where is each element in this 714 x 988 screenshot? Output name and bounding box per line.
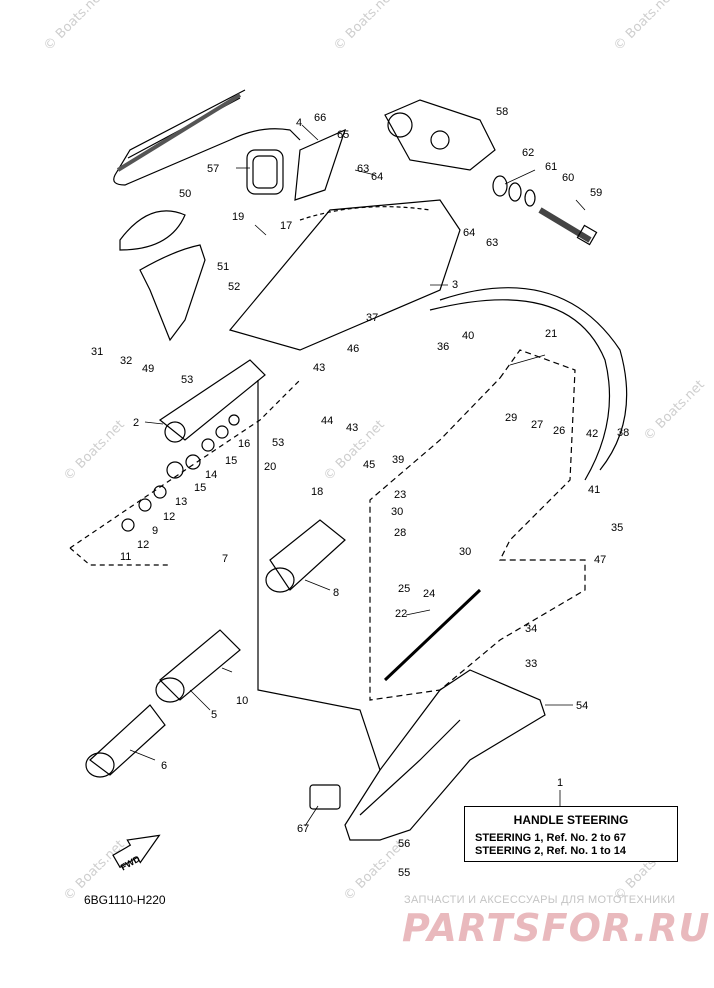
diagram-code: 6BG1110-H220 bbox=[84, 893, 166, 907]
part-number: 1 bbox=[557, 777, 563, 789]
part-number: 30 bbox=[459, 546, 471, 558]
part-number: 19 bbox=[232, 211, 244, 223]
part-number: 62 bbox=[522, 147, 534, 159]
watermark: © Boats.net bbox=[61, 417, 128, 484]
part-number: 60 bbox=[562, 172, 574, 184]
part-number: 40 bbox=[462, 330, 474, 342]
part-number: 42 bbox=[586, 428, 598, 440]
legend-row: STEERING 2, Ref. No. 1 to 14 bbox=[475, 845, 626, 857]
part-number: 12 bbox=[137, 539, 149, 551]
part-number: 61 bbox=[545, 161, 557, 173]
part-number: 34 bbox=[525, 623, 537, 635]
part-number: 53 bbox=[272, 437, 284, 449]
part-number: 58 bbox=[496, 106, 508, 118]
part-number: 14 bbox=[205, 469, 217, 481]
part-number: 64 bbox=[371, 171, 383, 183]
part-number: 11 bbox=[120, 551, 131, 563]
part-number: 21 bbox=[545, 328, 557, 340]
part-number: 41 bbox=[588, 484, 600, 496]
part-number: 12 bbox=[163, 511, 175, 523]
part-number: 15 bbox=[225, 455, 237, 467]
part-number: 38 bbox=[617, 427, 629, 439]
part-number: 16 bbox=[238, 438, 250, 450]
part-number: 8 bbox=[333, 587, 339, 599]
part-number: 49 bbox=[142, 363, 154, 375]
legend-title: HANDLE STEERING bbox=[513, 813, 629, 827]
part-number: 25 bbox=[398, 583, 410, 595]
part-number: 29 bbox=[505, 412, 517, 424]
part-number: 33 bbox=[525, 658, 537, 670]
part-number: 45 bbox=[363, 459, 375, 471]
legend-row: STEERING 1, Ref. No. 2 to 67 bbox=[475, 832, 626, 844]
part-number: 30 bbox=[391, 506, 403, 518]
part-number: 43 bbox=[346, 422, 358, 434]
watermark: © Boats.net bbox=[641, 377, 708, 444]
fwd-arrow-icon bbox=[112, 834, 161, 869]
part-number: 55 bbox=[398, 867, 410, 879]
part-number: 5 bbox=[211, 709, 217, 721]
part-labels: 1 2 3 4 5 6 7 8 9 10 11 12 12 13 14 15 1… bbox=[91, 106, 629, 879]
part-number: 39 bbox=[392, 454, 404, 466]
part-number: 52 bbox=[228, 281, 240, 293]
part-number: 10 bbox=[236, 695, 248, 707]
part-number: 43 bbox=[313, 362, 325, 374]
part-number: 67 bbox=[297, 823, 309, 835]
part-number: 36 bbox=[437, 341, 449, 353]
part-number: 54 bbox=[576, 700, 588, 712]
part-number: 56 bbox=[398, 838, 410, 850]
part-number: 32 bbox=[120, 355, 132, 367]
part-number: 22 bbox=[395, 608, 407, 620]
part-number: 53 bbox=[181, 374, 193, 386]
site-tagline: ЗАПЧАСТИ И АКСЕССУАРЫ ДЛЯ МОТОТЕХНИКИ bbox=[404, 894, 676, 906]
part-number: 59 bbox=[590, 187, 602, 199]
part-number: 2 bbox=[133, 417, 139, 429]
legend-box: HANDLE STEERING STEERING 1, Ref. No. 2 t… bbox=[464, 806, 678, 862]
part-number: 27 bbox=[531, 419, 543, 431]
part-number: 51 bbox=[217, 261, 229, 273]
part-number: 24 bbox=[423, 588, 435, 600]
part-number: 23 bbox=[394, 489, 406, 501]
part-number: 4 bbox=[296, 117, 302, 129]
part-number: 66 bbox=[314, 112, 326, 124]
part-number: 18 bbox=[311, 486, 323, 498]
watermarks: © Boats.net © Boats.net © Boats.net © Bo… bbox=[41, 0, 708, 904]
part-number: 65 bbox=[337, 129, 349, 141]
part-number: 57 bbox=[207, 163, 219, 175]
part-number: 44 bbox=[321, 415, 333, 427]
part-number: 26 bbox=[553, 425, 565, 437]
part-number: 3 bbox=[452, 279, 458, 291]
part-number: 46 bbox=[347, 343, 359, 355]
part-number: 35 bbox=[611, 522, 623, 534]
part-number: 13 bbox=[175, 496, 187, 508]
watermark: © Boats.net bbox=[41, 0, 108, 54]
site-logo: PARTSFOR.RU bbox=[402, 906, 711, 950]
part-number: 63 bbox=[357, 163, 369, 175]
line-art bbox=[69, 89, 628, 841]
part-number: 9 bbox=[152, 525, 158, 537]
part-number: 37 bbox=[366, 312, 378, 324]
part-number: 7 bbox=[222, 553, 228, 565]
part-number: 63 bbox=[486, 237, 498, 249]
part-number: 28 bbox=[394, 527, 406, 539]
part-number: 64 bbox=[463, 227, 475, 239]
part-number: 20 bbox=[264, 461, 276, 473]
watermark: © Boats.net bbox=[331, 0, 398, 54]
part-number: 47 bbox=[594, 554, 606, 566]
part-number: 31 bbox=[91, 346, 103, 358]
part-number: 6 bbox=[161, 760, 167, 772]
watermark: © Boats.net bbox=[611, 0, 678, 54]
part-number: 17 bbox=[280, 220, 292, 232]
leader-lines bbox=[129, 124, 586, 827]
part-number: 15 bbox=[194, 482, 206, 494]
part-number: 50 bbox=[179, 188, 191, 200]
